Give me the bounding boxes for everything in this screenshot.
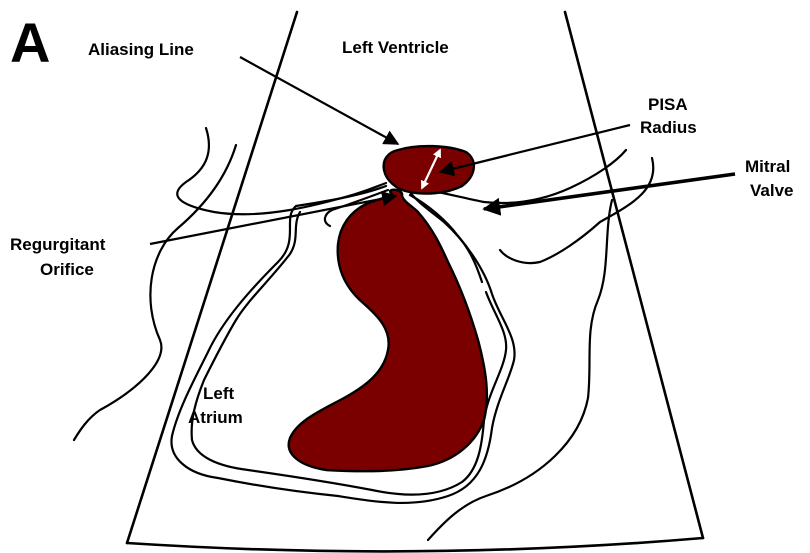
aliasing-line-pointer [240,57,398,144]
pisa-radius-label-line2: Radius [640,118,697,137]
regurgitant-orifice-label-line1: Regurgitant [10,235,106,254]
mitral-valve-label-line2: Valve [750,181,794,200]
regurgitant-orifice-label-line2: Orifice [40,260,94,279]
regurgitant-jet-body [289,190,487,471]
left-ventricle-label: Left Ventricle [342,38,449,57]
left-atrium-label-line2: Atrium [188,408,243,427]
regurgitant-jet [289,146,487,471]
heart-wall-outlines [74,128,653,540]
pisa-hemisphere [384,146,474,193]
aliasing-line-label: Aliasing Line [88,40,194,59]
pisa-radius-label-line1: PISA [648,95,688,114]
left-atrium-label-line1: Left [203,384,235,403]
sector-right-edge [565,12,703,538]
sector-bottom-arc [127,538,703,551]
mitral-valve-label-line1: Mitral [745,157,790,176]
outer-right-wall [500,158,653,263]
panel-letter: A [10,11,50,74]
